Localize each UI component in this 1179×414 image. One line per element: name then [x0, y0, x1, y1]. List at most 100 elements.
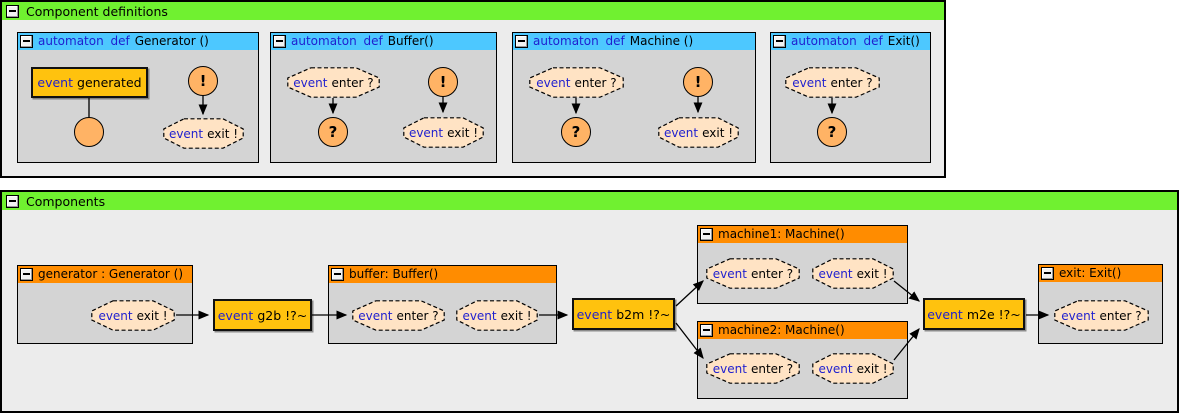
- collapse-button[interactable]: [700, 227, 713, 241]
- panel-component-definitions: Component definitions automaton def Gene…: [0, 0, 946, 178]
- octagon-shape: [785, 67, 880, 98]
- instance-name: generator : Generator (): [38, 267, 184, 281]
- event-label: g2b !?~: [257, 307, 308, 323]
- def-box-header-buffer: automaton def Buffer(): [270, 32, 497, 50]
- panel-components: Components generator : Generator () even…: [0, 190, 1179, 413]
- collapse-button[interactable]: [773, 34, 786, 48]
- collapse-button[interactable]: [331, 267, 344, 281]
- event-keyword: event: [358, 308, 393, 323]
- collapse-button[interactable]: [20, 267, 33, 281]
- event-label: exit !: [500, 308, 532, 323]
- event-label: exit !: [136, 308, 168, 323]
- bang-glyph: !: [439, 73, 447, 91]
- octagon-shape: [352, 300, 445, 331]
- event-label: enter ?: [331, 75, 374, 90]
- instance-name: buffer: Buffer(): [349, 267, 439, 281]
- question-glyph: ?: [827, 123, 837, 141]
- bang-glyph: !: [694, 73, 702, 91]
- octagon-shape: [403, 117, 484, 148]
- question-state-circle: ?: [561, 117, 591, 147]
- event-keyword: event: [1061, 308, 1096, 323]
- event-label: enter ?: [750, 266, 794, 281]
- collapse-button[interactable]: [1041, 266, 1054, 280]
- event-keyword: event: [408, 125, 444, 140]
- event-label: enter ?: [1099, 308, 1142, 323]
- instance-box-header-machine1: machine1: Machine(): [697, 225, 908, 243]
- question-state-circle: ?: [318, 117, 348, 147]
- event-keyword: event: [663, 125, 699, 140]
- event-label: m2e !?~: [966, 306, 1021, 322]
- event-label: b2m !?~: [616, 306, 671, 322]
- event-keyword: event: [98, 308, 133, 323]
- event-label: enter ?: [750, 361, 794, 376]
- automaton-def-keyword: automaton def: [791, 34, 883, 48]
- plain-state-circle: [74, 117, 104, 147]
- panel-title: Component definitions: [26, 3, 168, 19]
- collapse-button[interactable]: [515, 34, 528, 48]
- def-name: Exit(): [887, 34, 920, 48]
- octagon-shape: [812, 353, 894, 384]
- event-keyword: event: [818, 361, 853, 376]
- collapse-button[interactable]: [273, 34, 286, 48]
- octagon-shape: [706, 258, 800, 289]
- panel-title: Components: [26, 193, 106, 209]
- event-keyword: event: [792, 75, 827, 90]
- automaton-def-keyword: automaton def: [533, 34, 625, 48]
- bang-glyph: !: [199, 72, 207, 90]
- bang-state-circle: !: [188, 66, 218, 96]
- instance-box-header-generator: generator : Generator (): [17, 265, 193, 283]
- event-keyword: event: [293, 75, 328, 90]
- panel-header-definitions: Component definitions: [2, 2, 944, 20]
- instance-box-header-exit: exit: Exit(): [1038, 264, 1163, 282]
- event-label: exit !: [856, 361, 888, 376]
- event-label: generated: [77, 75, 142, 90]
- question-glyph: ?: [571, 123, 581, 141]
- event-label: enter ?: [830, 75, 873, 90]
- octagon-shape: [658, 117, 739, 148]
- question-glyph: ?: [328, 123, 338, 141]
- event-label: enter ?: [396, 308, 439, 323]
- collapse-button[interactable]: [6, 194, 19, 208]
- bang-state-circle: !: [683, 67, 713, 97]
- octagon-shape: [456, 300, 538, 331]
- collapse-button[interactable]: [700, 323, 713, 337]
- panel-header-components: Components: [2, 192, 1177, 210]
- event-keyword: event: [927, 306, 963, 322]
- event-keyword: event: [712, 361, 747, 376]
- event-keyword: event: [217, 307, 254, 323]
- event-keyword: event: [576, 306, 613, 322]
- event-keyword: event: [818, 266, 853, 281]
- event-keyword: event: [37, 75, 74, 90]
- collapse-button[interactable]: [6, 4, 19, 18]
- octagon-shape: [1054, 300, 1149, 331]
- automaton-def-keyword: automaton def: [291, 34, 383, 48]
- def-name: Machine (): [629, 34, 694, 48]
- def-name: Generator (): [134, 34, 209, 48]
- event-keyword: event: [536, 75, 571, 90]
- question-state-circle: ?: [817, 117, 847, 147]
- event-keyword: event: [462, 308, 497, 323]
- collapse-button[interactable]: [20, 34, 33, 48]
- event-label: exit !: [702, 125, 734, 140]
- event-keyword: event: [168, 126, 204, 141]
